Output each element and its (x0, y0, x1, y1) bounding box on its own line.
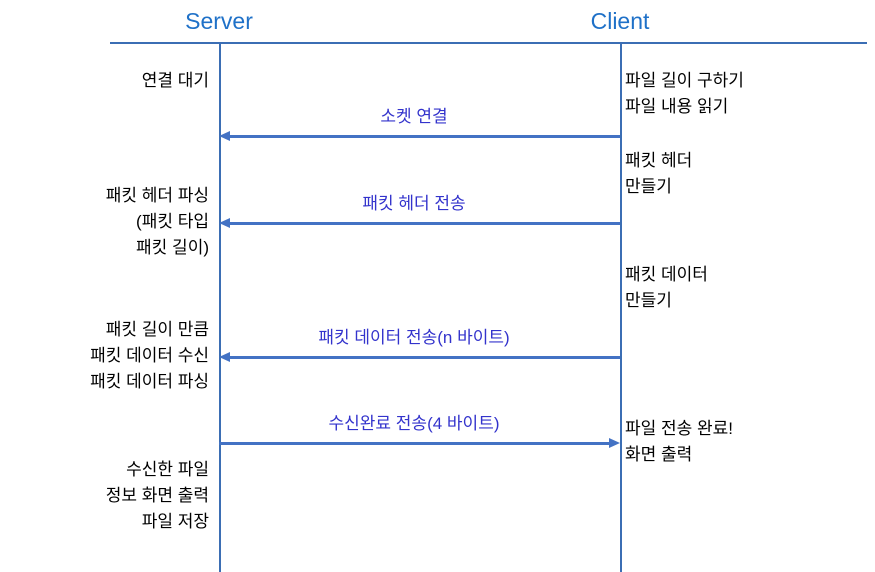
lifeline-server (219, 42, 221, 572)
msg-send-header-line (228, 222, 620, 225)
msg-recv-ack-arrowhead-icon (609, 438, 620, 448)
note-client-makedata: 패킷 데이터 만들기 (625, 265, 708, 310)
msg-socket-connect-line (228, 135, 620, 138)
actor-title-client: Client (590, 8, 650, 34)
msg-send-data-arrowhead-icon (219, 352, 230, 362)
msg-socket-connect-arrowhead-icon (219, 131, 230, 141)
note-server-savefile: 수신한 파일 정보 화면 출력 파일 저장 (105, 460, 209, 531)
note-client-makeheader: 패킷 헤더 만들기 (625, 151, 693, 196)
note-server-wait: 연결 대기 (141, 71, 209, 90)
note-server-recvdata: 패킷 길이 만큼 패킷 데이터 수신 패킷 데이터 파싱 (90, 320, 209, 391)
note-client-readfile: 파일 길이 구하기 파일 내용 읽기 (625, 71, 744, 116)
msg-send-header-label: 패킷 헤더 전송 (362, 194, 466, 213)
msg-send-data-line (228, 356, 620, 359)
header-divider (110, 42, 867, 44)
note-client-done: 파일 전송 완료! 화면 출력 (625, 419, 734, 464)
msg-send-data-label: 패킷 데이터 전송(n 바이트) (318, 328, 510, 347)
note-server-parseheader: 패킷 헤더 파싱 (패킷 타입 패킷 길이) (105, 186, 209, 257)
msg-socket-connect-label: 소켓 연결 (380, 107, 448, 126)
msg-recv-ack-label: 수신완료 전송(4 바이트) (328, 414, 500, 433)
msg-recv-ack-line (219, 442, 611, 445)
msg-send-header-arrowhead-icon (219, 218, 230, 228)
actor-title-server: Server (185, 8, 253, 34)
lifeline-client (620, 42, 622, 572)
